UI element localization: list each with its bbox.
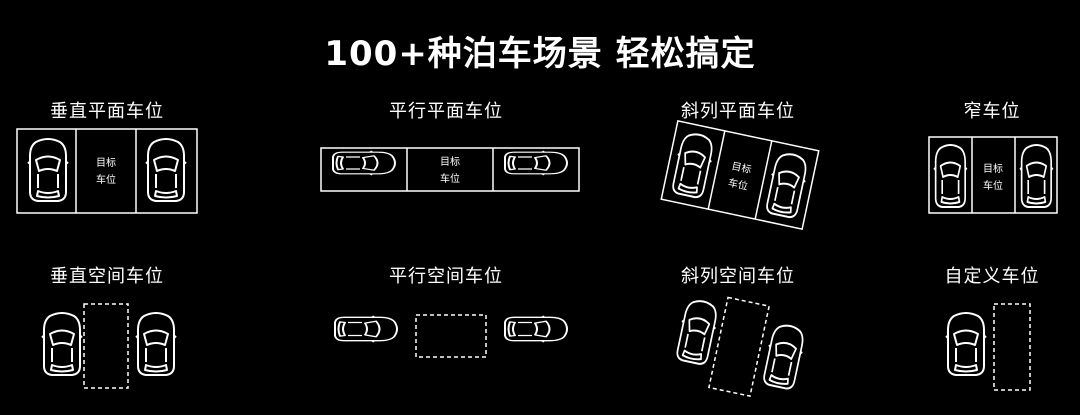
scenario-label-angled-space: 斜列空间车位: [681, 266, 795, 287]
car-icon: [933, 144, 968, 208]
scenario-label-parallel-flat: 平行平面车位: [389, 101, 503, 122]
scenario-label-perpendicular-flat: 垂直平面车位: [50, 101, 164, 122]
car-icon: [41, 312, 83, 376]
diagram-narrow: 目标 车位: [928, 136, 1058, 214]
empty-slot-outline: [708, 296, 771, 398]
empty-slot-outline: [83, 303, 129, 389]
target-slot-text: 车位: [440, 172, 460, 185]
scenario-label-narrow: 窄车位: [963, 101, 1021, 122]
diagram-angled-space: [673, 296, 809, 398]
scenario-label-angled-flat: 斜列平面车位: [681, 101, 795, 122]
target-slot-text: 目标: [730, 160, 752, 176]
car-icon: [1019, 144, 1054, 208]
car-icon: [145, 138, 187, 202]
car-icon: [504, 150, 568, 176]
car-icon: [945, 312, 987, 376]
scenario-label-perpendicular-space: 垂直空间车位: [50, 266, 164, 287]
car-icon: [334, 315, 398, 343]
car-icon: [135, 312, 177, 376]
target-slot-text: 目标: [983, 163, 1003, 175]
car-icon: [673, 296, 722, 367]
car-icon: [27, 138, 69, 202]
scenario-label-custom: 自定义车位: [944, 266, 1040, 287]
empty-slot-outline: [993, 303, 1031, 391]
diagram-angled-flat: 目标 车位: [660, 120, 820, 230]
diagram-perpendicular-space: [41, 303, 177, 389]
diagram-perpendicular-flat: 目标 车位: [16, 128, 198, 214]
target-slot-text: 车位: [983, 179, 1003, 192]
diagram-custom: [945, 303, 1031, 391]
target-slot-text: 车位: [727, 176, 749, 193]
car-icon: [762, 150, 812, 220]
target-slot-text: 目标: [96, 157, 116, 169]
diagram-parallel-space: [334, 314, 568, 358]
scenario-label-parallel-space: 平行空间车位: [389, 266, 503, 287]
target-slot-text: 车位: [96, 173, 116, 186]
page-title: 100+种泊车场景 轻松搞定: [324, 34, 756, 74]
car-icon: [668, 130, 718, 200]
diagram-parallel-flat: 目标 车位: [320, 147, 580, 192]
empty-slot-outline: [415, 314, 487, 358]
car-icon: [759, 321, 809, 392]
car-icon: [332, 150, 396, 176]
car-icon: [504, 315, 568, 343]
target-slot-text: 目标: [440, 156, 460, 168]
